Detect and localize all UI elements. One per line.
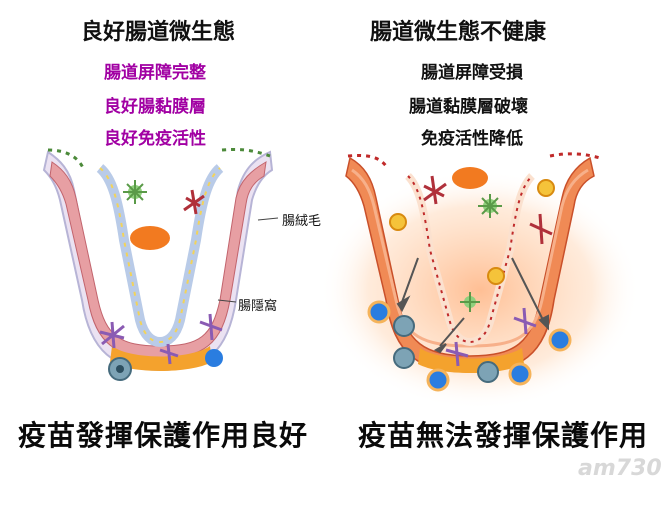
am730-watermark: am730: [578, 456, 662, 481]
unhealthy-immune-cell-blue: [367, 300, 572, 392]
healthy-microbe-green: [123, 180, 147, 204]
left-point-1: 腸道屏障完整: [104, 63, 206, 83]
label-villi: 腸絨毛: [282, 214, 322, 229]
healthy-microbe-red: [183, 189, 205, 215]
right-point-1: 腸道屏障受損: [421, 63, 523, 83]
healthy-lumen-particle: [130, 226, 170, 250]
unhealthy-microbe-yellow: [389, 179, 555, 285]
healthy-crypt: [96, 164, 224, 348]
pathogen-migration-arrows: [396, 257, 549, 354]
healthy-crypt-base: [110, 346, 212, 371]
left-title: 良好腸道微生態: [81, 20, 236, 45]
left-point-2: 良好腸黏膜層: [104, 97, 206, 117]
right-point-2: 腸道黏膜層破壞: [409, 97, 528, 117]
healthy-immune-cell-teal: [108, 357, 132, 381]
inflamed-villus-wall: [345, 156, 595, 373]
unhealthy-immune-cell-teal: [393, 315, 499, 383]
label-crypt: 腸隱窩: [238, 299, 278, 314]
right-point-3: 免疫活性降低: [421, 129, 523, 149]
healthy-gut-illustration: [42, 148, 279, 381]
unhealthy-gut-illustration: [320, 152, 640, 410]
unhealthy-immune-cell-purple: [445, 307, 537, 367]
healthy-immune-cell-purple: [99, 313, 223, 365]
healthy-epithelium: [49, 161, 267, 359]
left-caption: 疫苗發揮保護作用良好: [18, 419, 309, 452]
damaged-crypt: [404, 173, 536, 347]
unhealthy-microbe-red: [423, 175, 553, 245]
left-point-3: 良好免疫活性: [104, 129, 206, 149]
right-title: 腸道微生態不健康: [370, 20, 547, 45]
unhealthy-lumen-particle: [452, 167, 488, 189]
unhealthy-microbe-green: [460, 194, 502, 312]
healthy-immune-cell-blue: [205, 349, 223, 367]
right-caption: 疫苗無法發揮保護作用: [358, 419, 649, 452]
